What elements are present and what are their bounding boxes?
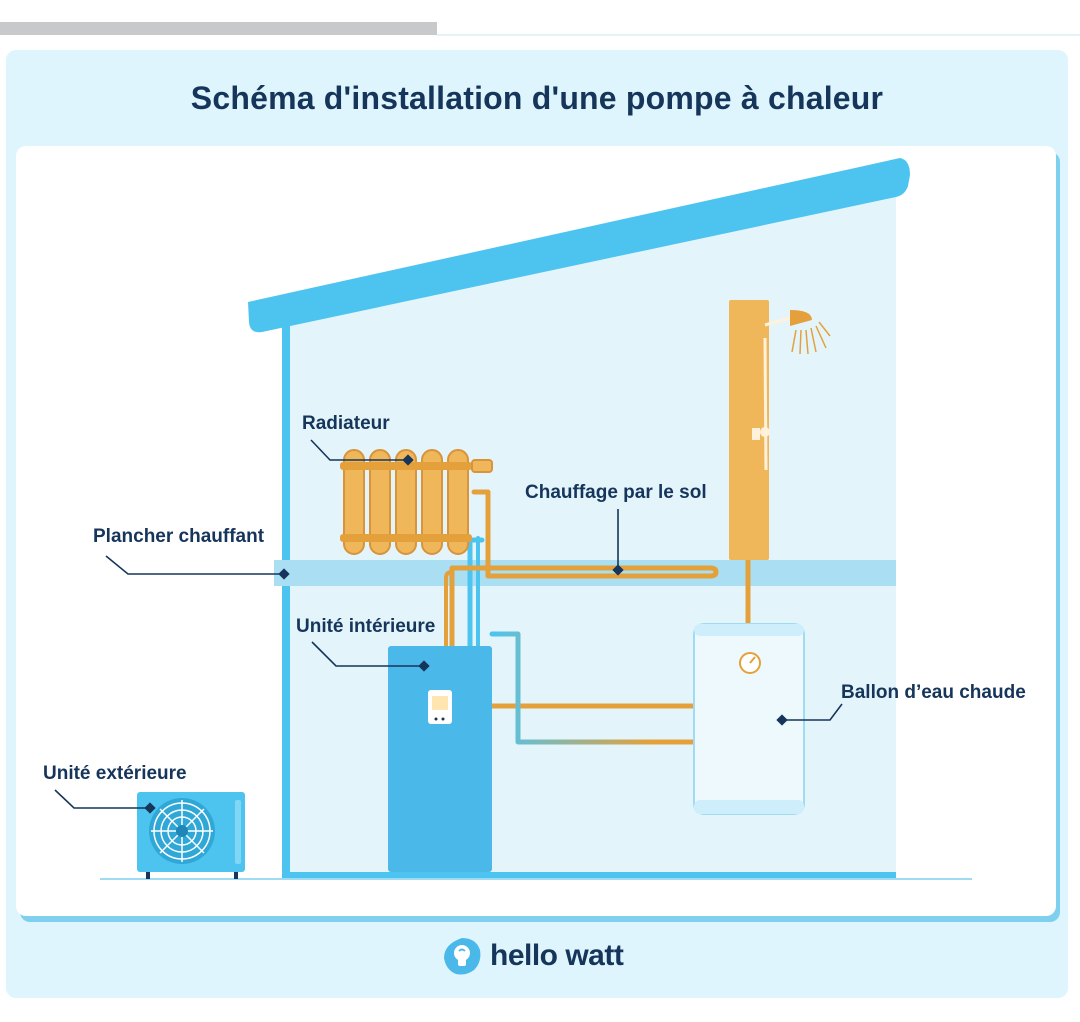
hot-water-tank bbox=[693, 623, 805, 815]
label-chauffage-par-le-sol: Chauffage par le sol bbox=[525, 482, 707, 503]
shower-head bbox=[790, 310, 812, 326]
underfloor-heating-pipe bbox=[449, 489, 719, 651]
shower-rail bbox=[763, 337, 768, 471]
radiator-bar bbox=[340, 462, 472, 470]
shower-arm bbox=[764, 316, 791, 327]
page-title: Schéma d'installation d'une pompe à chal… bbox=[190, 80, 884, 116]
top-divider bbox=[437, 34, 1080, 36]
tank-return-pipe bbox=[489, 631, 759, 745]
house-floor bbox=[282, 872, 896, 879]
radiator-valve bbox=[471, 459, 493, 473]
leader-unite-interieure bbox=[311, 641, 424, 667]
radiator-fin bbox=[369, 449, 391, 555]
gauge-needle bbox=[749, 656, 756, 664]
leader-unite-exterieure bbox=[54, 789, 150, 809]
leader-plancher bbox=[105, 555, 284, 575]
lightbulb-icon bbox=[444, 938, 481, 975]
house-wall bbox=[282, 318, 290, 878]
brand-name: hello watt bbox=[490, 939, 624, 972]
shower-knob bbox=[752, 428, 760, 440]
label-radiateur: Radiateur bbox=[302, 413, 390, 434]
label-unite-interieure: Unité intérieure bbox=[296, 616, 436, 637]
radiator-bar bbox=[340, 534, 472, 542]
shower-panel bbox=[729, 300, 769, 560]
radiator bbox=[340, 449, 493, 555]
tank-top bbox=[694, 624, 804, 636]
indoor-unit bbox=[388, 646, 492, 872]
indoor-unit-body bbox=[388, 646, 492, 872]
label-plancher-chauffant: Plancher chauffant bbox=[93, 526, 265, 547]
leader-lines bbox=[54, 439, 843, 809]
floor-slab bbox=[274, 560, 896, 586]
roof bbox=[248, 158, 910, 333]
top-progress-bar bbox=[0, 22, 437, 35]
leader-ballon bbox=[782, 703, 843, 721]
tank-bottom bbox=[694, 800, 804, 814]
radiator-fin bbox=[447, 449, 469, 555]
label-ballon-eau-chaude: Ballon d’eau chaude bbox=[841, 682, 1026, 703]
screen-display bbox=[432, 696, 448, 710]
shower-mixer bbox=[760, 427, 770, 437]
outdoor-unit bbox=[137, 792, 245, 879]
radiator-fin bbox=[395, 449, 417, 555]
leader-radiateur bbox=[310, 439, 408, 461]
label-unite-exterieure: Unité extérieure bbox=[43, 763, 187, 784]
water-spray bbox=[791, 321, 831, 355]
brand-logo: hello watt bbox=[442, 934, 624, 978]
underfloor-return-pipe bbox=[444, 570, 454, 650]
shower bbox=[729, 300, 831, 560]
radiator-fin bbox=[343, 449, 365, 555]
radiator-fin bbox=[421, 449, 443, 555]
house bbox=[100, 158, 972, 880]
